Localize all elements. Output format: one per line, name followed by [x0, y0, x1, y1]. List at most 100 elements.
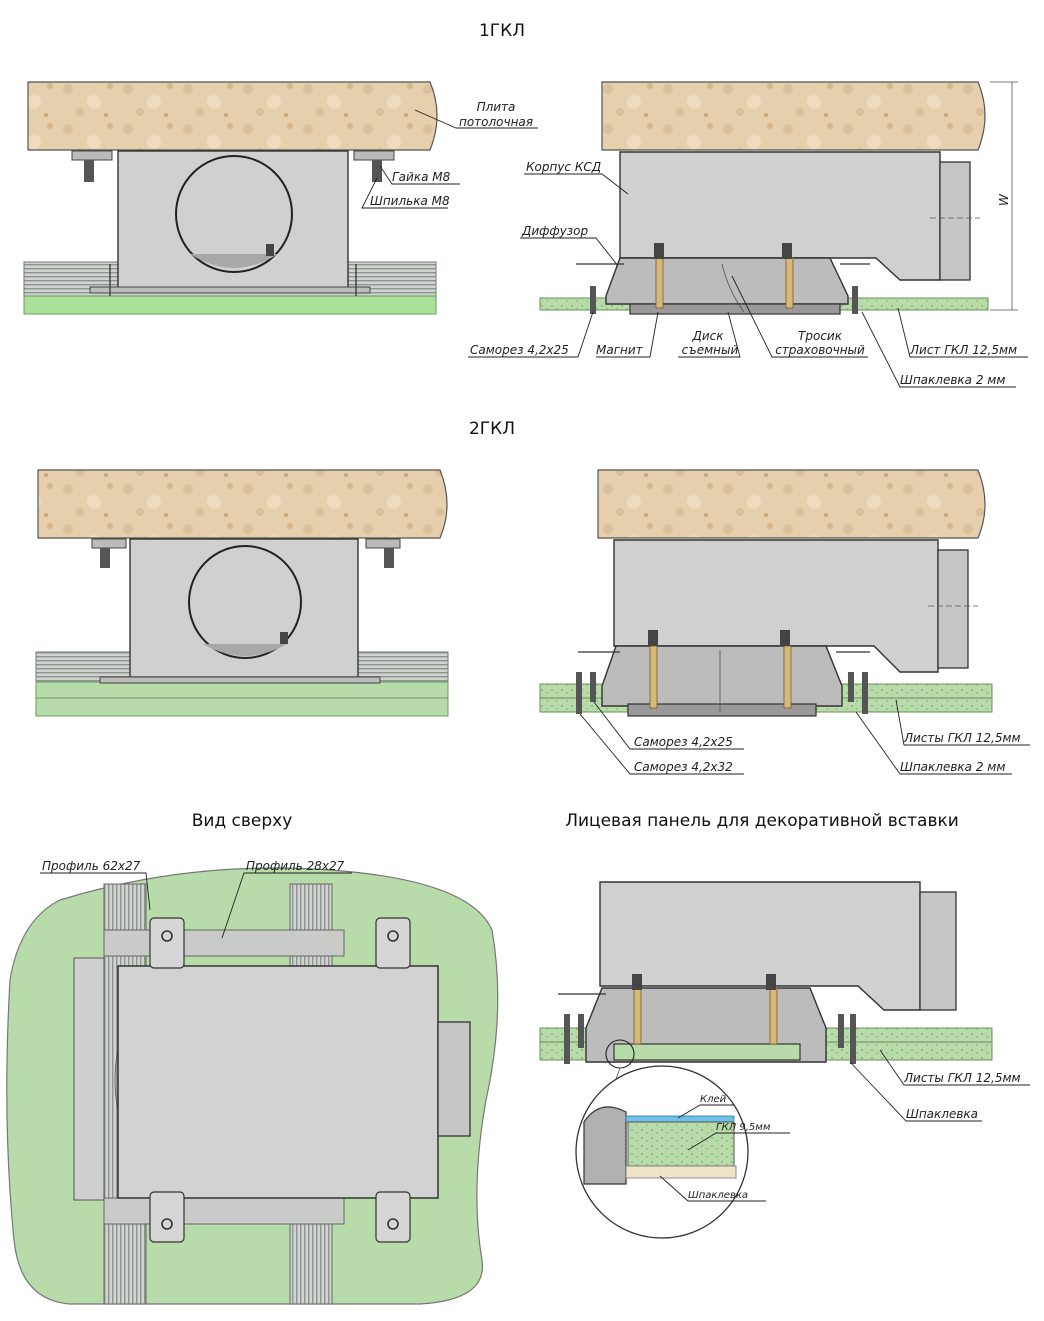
bracket-bottom-left: [149, 1191, 185, 1243]
removable-disc: [629, 303, 841, 315]
leader-screw-32: [579, 713, 744, 775]
leader-nut: [379, 165, 460, 185]
ksd-housing: [129, 538, 359, 678]
screw: [578, 1014, 584, 1048]
nut: [654, 243, 664, 259]
ksd-housing: [599, 881, 921, 1011]
leader-screw-25: [468, 311, 594, 358]
leader-glue: [677, 1104, 734, 1119]
leader-housing: [524, 173, 629, 195]
label-profile-28: Профиль 28х27: [246, 859, 345, 873]
diffuser-part: [190, 254, 278, 268]
label-slab-1: Плита: [477, 100, 516, 114]
leader-slab: [414, 109, 538, 129]
screw-25: [590, 672, 596, 702]
gkl-sheet-2: [35, 697, 449, 717]
nut: [632, 974, 642, 990]
ksd-housing: [613, 539, 939, 673]
nut: [782, 243, 792, 259]
leader-gkl-95: [687, 1132, 790, 1151]
duct-opening: [188, 545, 302, 659]
label-dim-w: W: [997, 193, 1011, 206]
heading-face-panel: Лицевая панель для декоративной вставки: [565, 811, 959, 831]
leader-putty-2mm: [861, 311, 1016, 388]
label-diffuser: Диффузор: [521, 224, 589, 238]
detail-gkl-95: [627, 1121, 735, 1167]
nut-left: [84, 160, 94, 182]
stud-gold: [633, 987, 642, 1045]
label-disc-1: Диск: [691, 329, 724, 343]
label-cable-1: Тросик: [798, 329, 843, 343]
leader-magnet: [596, 311, 659, 358]
leader-putty-2mm-b: [855, 711, 1012, 775]
stud-gold: [785, 257, 794, 309]
stud-gold: [783, 645, 792, 709]
nut: [780, 630, 790, 646]
removable-disc: [627, 703, 817, 717]
label-putty-2mm: Шпаклевка 2 мм: [900, 373, 1005, 387]
screw: [850, 1014, 856, 1064]
leader-diffuser: [520, 237, 619, 267]
label-slab-2: потолочная: [459, 115, 533, 129]
screw-25: [848, 672, 854, 702]
safety-cable: [721, 263, 745, 313]
bracket-top-right: [375, 917, 411, 969]
label-putty-2mm-b: Шпаклевка 2 мм: [900, 760, 1005, 774]
ceiling-slab: [601, 81, 986, 151]
screw: [852, 286, 858, 314]
leader-sheets-gkl-c: [879, 1049, 1030, 1086]
label-stud: Шпилька М8: [370, 194, 450, 208]
detail-diffuser: [583, 1106, 627, 1185]
stud-gold: [655, 257, 664, 309]
screw: [838, 1014, 844, 1048]
leader-sheet-gkl: [897, 307, 1028, 358]
label-putty-detail: Шпаклевка: [688, 1190, 748, 1201]
duct-spigot: [939, 161, 971, 281]
label-sheets-gkl-c: Листы ГКЛ 12,5мм: [903, 1071, 1021, 1085]
ceiling-slab: [597, 469, 986, 539]
panel-face: [539, 881, 993, 1239]
bolt-hole: [387, 930, 399, 942]
panel-1gkl-side: [539, 81, 1018, 315]
label-sheet-gkl: Лист ГКЛ 12,5мм: [909, 343, 1017, 357]
nut-left: [100, 548, 110, 568]
leader-stud: [361, 177, 448, 209]
heading-2gkl: 2ГКЛ: [469, 419, 515, 439]
screw: [590, 286, 596, 314]
duct-opening: [175, 155, 293, 273]
mounting-frame: [99, 676, 381, 684]
bracket-left: [91, 538, 127, 549]
nut: [648, 630, 658, 646]
detail-putty: [625, 1165, 737, 1179]
profile-28x27-top: [103, 929, 345, 957]
ceiling-slab: [27, 81, 438, 151]
panel-2gkl-front: [35, 469, 449, 717]
leader-profile-28: [221, 872, 352, 939]
label-gkl-95: ГКЛ 9,5мм: [716, 1122, 771, 1133]
panel-top-view: [6, 867, 499, 1305]
label-putty-c: Шпаклевка: [906, 1107, 978, 1121]
bracket-right: [365, 538, 401, 549]
screw: [266, 244, 274, 256]
nut: [766, 974, 776, 990]
screw-32: [576, 672, 582, 714]
bolt-hole: [161, 1218, 173, 1230]
diffuser-part: [203, 644, 287, 656]
leader-disc: [678, 311, 741, 358]
panel-2gkl-side: [539, 469, 993, 717]
label-nut: Гайка М8: [392, 170, 451, 184]
ksd-housing: [117, 150, 349, 290]
decorative-insert: [613, 1043, 801, 1061]
gkl-sheet-1: [35, 681, 449, 699]
label-housing: Корпус КСД: [526, 160, 601, 174]
label-disc-2: съемный: [682, 343, 739, 357]
screw: [280, 632, 288, 644]
panel-1gkl-front: [23, 81, 438, 315]
label-cable-2: страховочный: [775, 343, 865, 357]
stud-gold: [649, 645, 658, 709]
label-screw-32: Саморез 4,2х32: [634, 760, 733, 774]
nut-right: [384, 548, 394, 568]
nut-right: [372, 160, 382, 182]
